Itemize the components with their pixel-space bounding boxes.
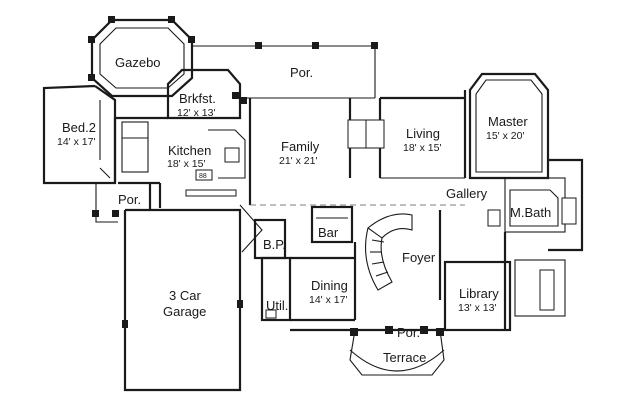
room-label-master: Master (488, 114, 528, 129)
side-porch-walls (92, 181, 160, 223)
gallery-mbath-walls (487, 158, 584, 317)
room-size-family: 21' x 21' (279, 155, 317, 167)
room-size-library: 13' x 13' (458, 302, 496, 314)
room-label-garage-1: 3 Car (169, 288, 201, 303)
room-size-master: 15' x 20' (486, 130, 524, 142)
room-label-living: Living (406, 126, 440, 141)
room-label-foyer: Foyer (402, 250, 436, 265)
room-label-gazebo: Gazebo (115, 55, 161, 70)
range-label: 88 (199, 173, 207, 180)
kitchen-walls: 88 (113, 116, 246, 208)
room-label-brkfst: Brkfst. (179, 91, 216, 106)
library-walls (443, 260, 512, 332)
room-label-mbath: M.Bath (510, 205, 551, 220)
room-label-terrace: Terrace (383, 350, 426, 365)
room-label-porch-side: Por. (118, 192, 141, 207)
room-size-dining: 14' x 17' (309, 294, 347, 306)
room-label-family: Family (281, 139, 320, 154)
util-dining-walls (260, 256, 440, 332)
room-label-porch-front: Por. (397, 325, 420, 340)
room-size-bed2: 14' x 17' (57, 136, 95, 148)
room-label-garage-2: Garage (163, 304, 206, 319)
top-porch-outline (192, 42, 378, 99)
family-living-walls (248, 90, 467, 206)
room-label-kitchen: Kitchen (168, 143, 211, 158)
room-label-library: Library (459, 286, 499, 301)
terrace-outline (349, 326, 445, 376)
room-label-bed2: Bed.2 (62, 120, 96, 135)
room-size-brkfst: 12' x 13' (177, 107, 215, 119)
room-label-gallery: Gallery (446, 186, 488, 201)
room-size-living: 18' x 15' (403, 142, 441, 154)
bedroom-2-walls (42, 84, 117, 185)
gazebo-structure (88, 16, 195, 98)
room-label-bp: B.P. (263, 237, 286, 252)
breakfast-bay-walls (166, 68, 247, 120)
room-size-kitchen: 18' x 15' (167, 158, 205, 170)
room-label-porch-top: Por. (290, 65, 313, 80)
foyer-stairs (353, 210, 442, 320)
range-fixture (195, 169, 213, 181)
garage-walls (122, 208, 243, 392)
room-label-util: Util. (266, 298, 288, 313)
room-label-dining: Dining (311, 278, 348, 293)
room-label-bar: Bar (318, 225, 339, 240)
